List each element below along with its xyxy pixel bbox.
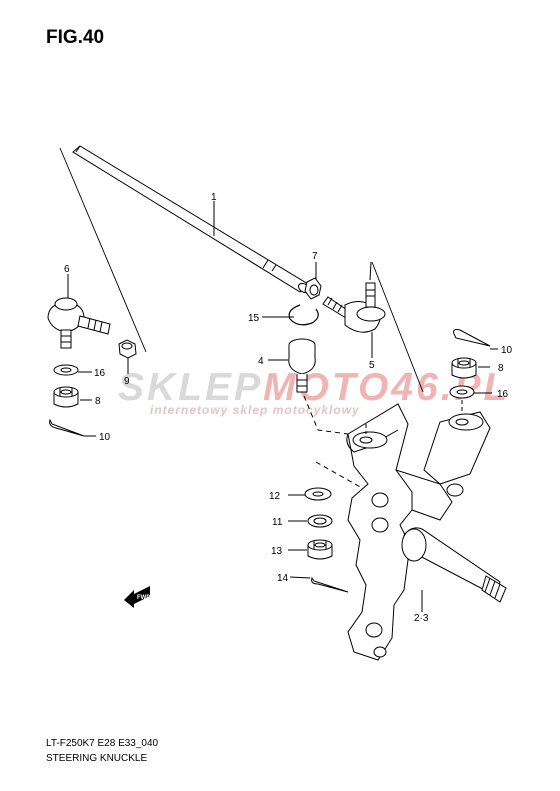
tie-rod-bracket-line — [59, 147, 147, 353]
lock-nut — [304, 277, 322, 300]
diagram-code: LT-F250K7 E28 E33_040 — [46, 738, 159, 749]
callout-1: 1 — [211, 192, 217, 203]
diagram-name: STEERING KNUCKLE — [46, 753, 148, 764]
castle-nut-left — [53, 386, 79, 408]
ball-joint — [288, 338, 316, 393]
cotter-pin-left — [49, 418, 85, 437]
tie-rod-end-right — [322, 282, 386, 333]
castle-nut-right — [451, 357, 477, 379]
callout-10-left: 10 — [99, 432, 111, 443]
fwd-arrow: FWD — [124, 586, 151, 608]
circlip — [288, 304, 319, 326]
callout-8-left: 8 — [95, 396, 101, 407]
dash-guide-1 — [303, 395, 349, 435]
callout-13: 13 — [271, 546, 283, 557]
bracket-tick — [369, 261, 372, 281]
steering-knuckle — [346, 403, 507, 661]
figure-title: FIG.40 — [46, 27, 105, 48]
cotter-pin-14 — [311, 576, 349, 593]
callout-10-right: 10 — [501, 345, 513, 356]
fwd-label: FWD — [137, 595, 151, 601]
callout-9: 9 — [124, 376, 130, 387]
tie-rod-bracket-line-right — [371, 261, 424, 393]
callout-15: 15 — [248, 313, 260, 324]
washer-right — [449, 385, 475, 399]
callout-11: 11 — [272, 517, 283, 528]
callout-2-3: 2·3 — [414, 613, 429, 624]
callout-14: 14 — [277, 573, 289, 584]
callout-5: 5 — [369, 360, 375, 371]
lock-nut-left — [118, 339, 137, 359]
callout-7: 7 — [312, 251, 318, 262]
washer-left — [53, 364, 79, 376]
tie-rod — [72, 145, 311, 294]
washer-11 — [307, 514, 333, 528]
watermark-part-a: SKLEP — [118, 366, 264, 409]
watermark-tagline: internetowy sklep motocyklowy — [150, 403, 360, 417]
callout-16-left: 16 — [94, 368, 106, 379]
cotter-pin-right — [453, 329, 491, 347]
washer-12 — [304, 487, 332, 501]
tie-rod-end-left — [47, 297, 111, 349]
callout-16-right: 16 — [497, 389, 509, 400]
castle-nut-13 — [307, 539, 333, 560]
callout-6: 6 — [64, 264, 70, 275]
callout-4: 4 — [258, 356, 264, 367]
callout-8-right: 8 — [498, 363, 504, 374]
callout-12: 12 — [269, 491, 281, 502]
